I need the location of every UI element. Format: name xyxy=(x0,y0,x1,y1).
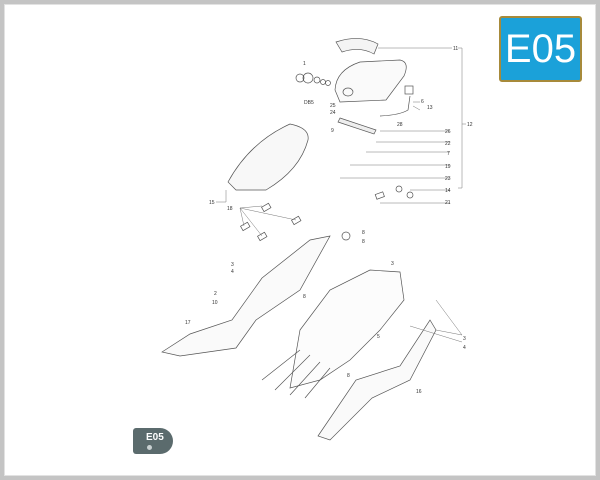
callout-3: 3 xyxy=(231,262,234,268)
callout-8: 8 xyxy=(303,294,306,300)
callout-11: 11 xyxy=(453,46,458,52)
callout-18: 18 xyxy=(227,206,233,212)
callout-7: 7 xyxy=(447,151,450,157)
lock-mechanism-part xyxy=(404,85,414,95)
lock-cylinder-part xyxy=(302,72,314,84)
section-code-badge: E05 xyxy=(499,16,582,82)
callout-3: 3 xyxy=(463,336,466,342)
callout-24: 24 xyxy=(330,110,336,116)
callout-3: 3 xyxy=(391,261,394,267)
callout-28: 28 xyxy=(397,122,403,128)
fuel-cap-part xyxy=(341,231,351,241)
callout-26: 26 xyxy=(445,129,451,135)
callout-6: 6 xyxy=(421,99,424,105)
callout-10: 10 xyxy=(212,300,218,306)
page-tab-label: E05 xyxy=(146,432,164,443)
callout-19: 19 xyxy=(445,164,451,170)
grab-handle-part xyxy=(335,38,379,55)
callout-16: 16 xyxy=(416,389,422,395)
seat-cable-part xyxy=(379,95,411,117)
callout-4: 4 xyxy=(231,269,234,275)
seat-bracket-part xyxy=(337,117,377,135)
page-tab[interactable]: E05 xyxy=(133,428,173,454)
callout-22: 22 xyxy=(445,141,451,147)
callout-25: 25 xyxy=(330,103,336,109)
left-side-panel-part xyxy=(161,235,331,357)
seat-lock-part xyxy=(342,87,354,97)
rear-subframe-part xyxy=(289,269,405,389)
callout-8: 8 xyxy=(362,230,365,236)
washer-part xyxy=(295,73,305,83)
page-indicator-dot-icon xyxy=(147,445,152,450)
callout-14: 14 xyxy=(445,188,451,194)
callout-1: 1 xyxy=(303,61,306,67)
callout-12: 12 xyxy=(467,122,473,128)
callout-15: 15 xyxy=(209,200,215,206)
callout-8: 8 xyxy=(362,239,365,245)
tail-cowl-part xyxy=(227,123,309,191)
callout-21: 21 xyxy=(445,200,451,206)
callout-4: 4 xyxy=(463,345,466,351)
callout-17: 17 xyxy=(185,320,191,326)
callout-8: 8 xyxy=(347,373,350,379)
callout-13: 13 xyxy=(427,105,433,111)
callout-2: 2 xyxy=(214,291,217,297)
callout-db5: DB5 xyxy=(304,100,314,106)
callout-23: 23 xyxy=(445,176,451,182)
clip-part xyxy=(240,221,251,232)
diagram-canvas xyxy=(4,4,596,476)
callout-9: 9 xyxy=(331,128,334,134)
callout-5: 5 xyxy=(377,334,380,340)
